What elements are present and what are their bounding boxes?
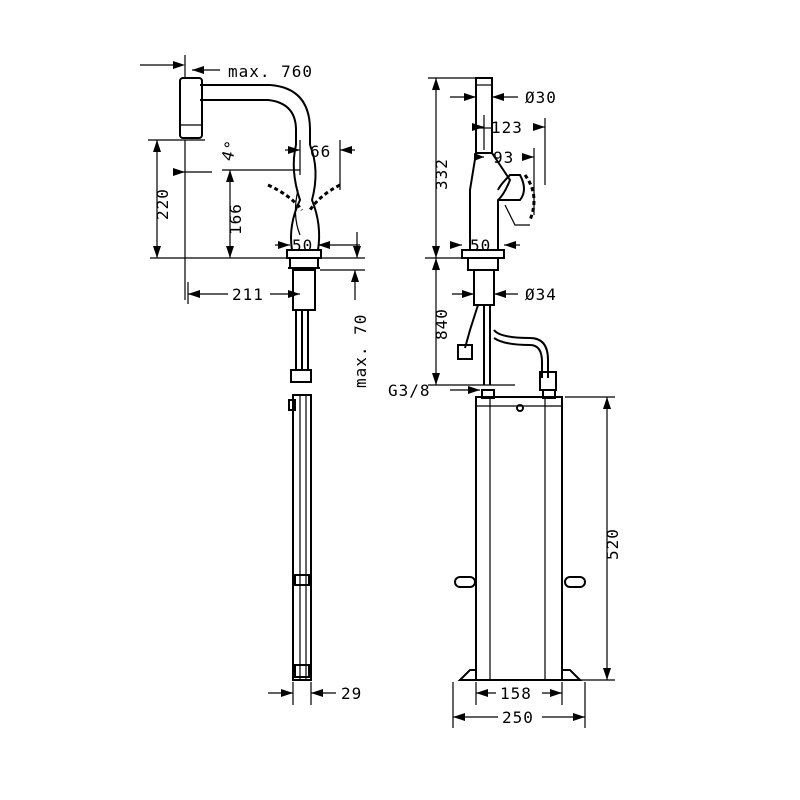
front-dim-50: 50 xyxy=(470,236,491,255)
side-dim-166: 166 xyxy=(226,203,245,235)
side-dim-211: 211 xyxy=(232,285,264,304)
front-hose-loop xyxy=(493,329,549,378)
front-view: 332 Ø30 123 93 50 840 xyxy=(388,77,622,728)
side-dim-max-70: max. 70 xyxy=(351,314,370,388)
side-dim-220: 220 xyxy=(153,188,172,220)
side-handle-dashed xyxy=(267,183,304,211)
side-dim-4deg: 4° xyxy=(218,138,242,163)
side-view: max. 760 220 4° 166 66 50 xyxy=(140,55,370,705)
side-shank xyxy=(292,269,316,311)
front-dim-d30: Ø30 xyxy=(525,88,557,107)
front-dim-158: 158 xyxy=(500,684,532,703)
side-spout xyxy=(200,84,311,145)
side-dim-max-760: max. 760 xyxy=(228,62,313,81)
side-spray-head xyxy=(179,77,203,139)
side-dim-66: 66 xyxy=(310,142,331,161)
side-dim-50: 50 xyxy=(292,236,313,255)
side-rail xyxy=(292,394,312,681)
front-dim-332: 332 xyxy=(432,158,451,190)
front-dim-250: 250 xyxy=(502,708,534,727)
front-dim-840: 840 xyxy=(432,308,451,340)
front-dim-93: 93 xyxy=(493,148,514,167)
front-handle xyxy=(497,174,525,201)
front-dim-520: 520 xyxy=(603,528,622,560)
front-box xyxy=(475,396,563,681)
front-shank xyxy=(473,269,495,306)
front-dim-123: 123 xyxy=(491,118,523,137)
front-dim-g38: G3/8 xyxy=(388,381,431,400)
side-dim-29: 29 xyxy=(341,684,362,703)
front-dim-d34: Ø34 xyxy=(525,285,557,304)
